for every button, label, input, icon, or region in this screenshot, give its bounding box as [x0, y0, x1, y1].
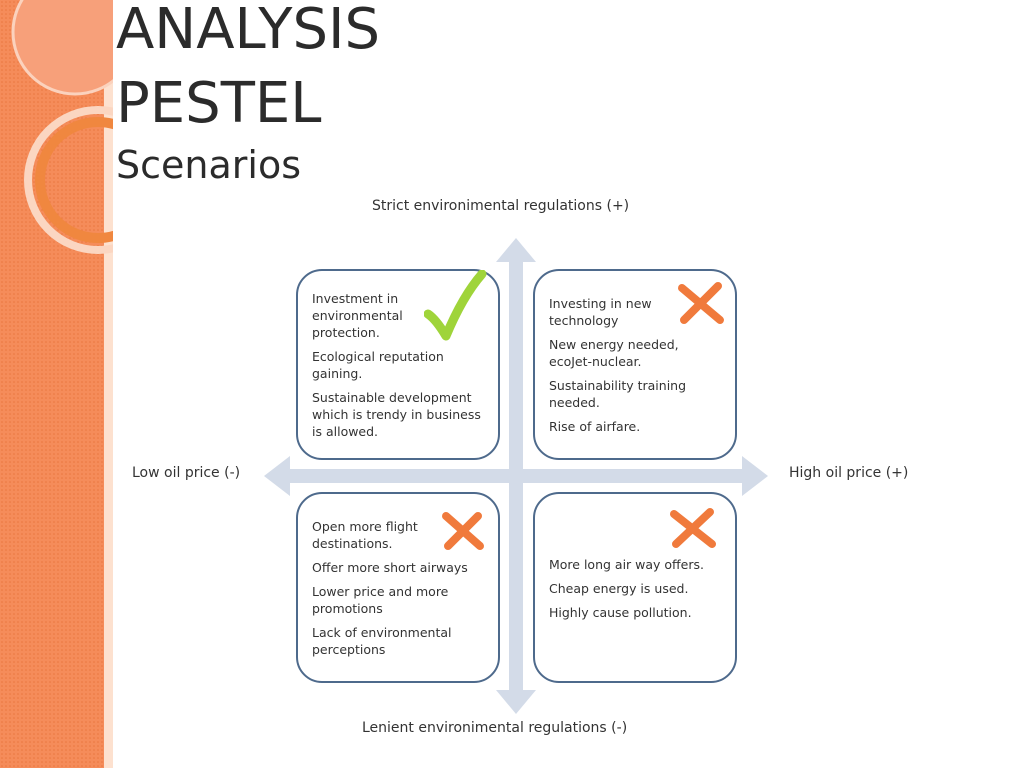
quadrant-item: Lower price and more promotions [312, 584, 449, 616]
decorative-ring [24, 106, 113, 254]
quadrant-item: Ecological reputation gaining. [312, 349, 444, 381]
quadrant-item: New energy needed, ecoJet-nuclear. [549, 337, 679, 369]
quadrant-item: Sustainable development which is trendy … [312, 390, 481, 439]
horizontal-axis-bar [288, 469, 744, 483]
axis-label-bottom: Lenient environimental regulations (-) [362, 720, 628, 736]
axis-arrow-right [742, 456, 768, 496]
decorative-circle [11, 0, 113, 96]
axis-arrow-up [496, 238, 536, 262]
quadrant-top-right: Investing in new technology New energy n… [533, 269, 737, 460]
axis-label-right: High oil price (+) [789, 465, 909, 481]
axis-label-left: Low oil price (-) [132, 465, 241, 481]
quadrant-item: Highly cause pollution. [549, 605, 692, 620]
slide-title-line-2: PESTEL [116, 71, 322, 136]
quadrant-item: Investment in environmental protection. [312, 291, 403, 340]
quadrant-text: More long air way offers. Cheap energy i… [549, 556, 729, 628]
quadrant-item: Lack of environmental perceptions [312, 625, 452, 657]
decorative-side-strip [0, 0, 113, 768]
slide-title-line-1: ANALYSIS [116, 0, 381, 62]
quadrant-item: Cheap energy is used. [549, 581, 689, 596]
cross-icon [442, 512, 484, 550]
quadrant-item: Investing in new technology [549, 296, 652, 328]
axis-arrow-left [264, 456, 290, 496]
axis-arrow-down [496, 690, 536, 714]
quadrant-item: Offer more short airways [312, 560, 468, 575]
cross-icon [670, 508, 716, 548]
quadrant-text: Investing in new technology New energy n… [549, 295, 729, 442]
decorative-ring-inner [35, 117, 113, 243]
slide-subtitle: Scenarios [116, 143, 301, 187]
axis-label-top: Strict environimental regulations (+) [372, 198, 630, 214]
quadrant-text: Open more flight destinations. Offer mor… [312, 518, 492, 665]
quadrant-item: More long air way offers. [549, 557, 704, 572]
quadrant-item: Rise of airfare. [549, 419, 641, 434]
quadrant-item: Open more flight destinations. [312, 519, 418, 551]
quadrant-text: Investment in environmental protection. … [312, 290, 492, 447]
quadrant-item: Sustainability training needed. [549, 378, 687, 410]
cross-icon [678, 282, 724, 324]
check-icon [424, 270, 487, 341]
